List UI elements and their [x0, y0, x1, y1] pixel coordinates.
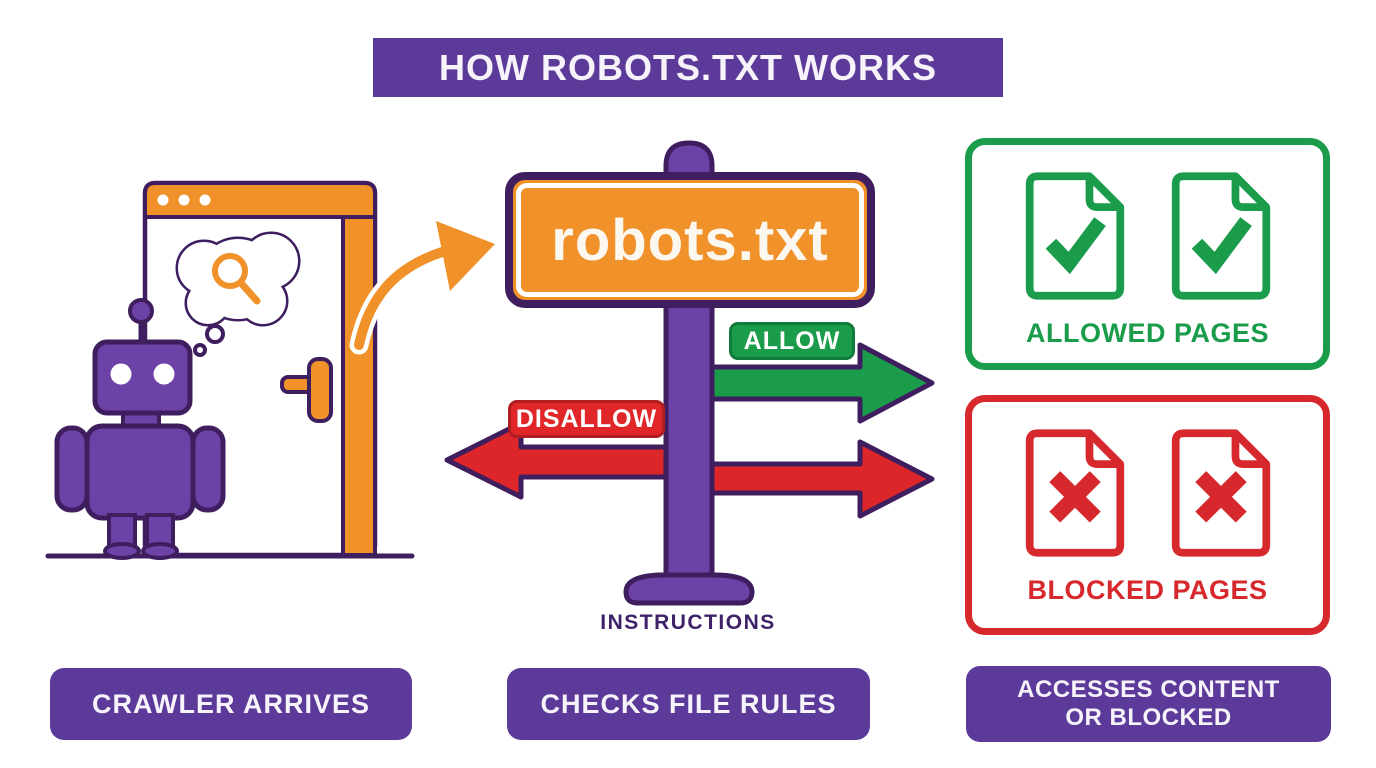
curved-arrow-icon — [349, 221, 495, 355]
allowed-doc-row — [1022, 167, 1274, 305]
sign-label: robots.txt — [551, 207, 829, 273]
instructions-caption: INSTRUCTIONS — [600, 611, 776, 634]
blocked-doc-row — [1022, 424, 1274, 562]
allow-arrow-icon — [705, 342, 935, 424]
allow-badge: ALLOW — [729, 322, 855, 360]
door-handle-icon — [280, 357, 333, 423]
blocked-pages-label: BLOCKED PAGES — [1027, 575, 1268, 605]
crawler-scene — [45, 180, 495, 560]
page-title-text: HOW ROBOTS.TXT WORKS — [439, 46, 937, 88]
step-checks-file-rules: CHECKS FILE RULES — [507, 668, 870, 740]
document-x-icon — [1171, 429, 1270, 557]
step-accesses-content-or-blocked: ACCESSES CONTENT OR BLOCKED — [966, 666, 1331, 742]
step-label-line2: OR BLOCKED — [1065, 704, 1232, 731]
step-label-line1: ACCESSES CONTENT — [1017, 676, 1280, 704]
blocked-arrow-icon — [705, 439, 935, 519]
step-label: CHECKS FILE RULES — [540, 688, 837, 719]
disallow-badge: DISALLOW — [508, 400, 665, 438]
search-icon — [212, 253, 261, 305]
blocked-pages-box: BLOCKED PAGES — [965, 395, 1330, 635]
allowed-pages-label: ALLOWED PAGES — [1025, 318, 1269, 348]
robots-txt-sign: robots.txt — [505, 172, 875, 308]
page-title: HOW ROBOTS.TXT WORKS — [373, 38, 1003, 97]
document-x-icon — [1025, 429, 1124, 557]
document-check-icon — [1025, 172, 1124, 300]
step-crawler-arrives: CRAWLER ARRIVES — [50, 668, 412, 740]
step-label: CRAWLER ARRIVES — [91, 688, 370, 719]
sign-inner-ring: robots.txt — [516, 183, 864, 297]
allowed-pages-box: ALLOWED PAGES — [965, 138, 1330, 370]
document-check-icon — [1171, 172, 1270, 300]
crawler-robot-icon — [54, 298, 226, 560]
signpost-base — [623, 572, 755, 606]
thought-bubble-icon — [175, 231, 301, 357]
